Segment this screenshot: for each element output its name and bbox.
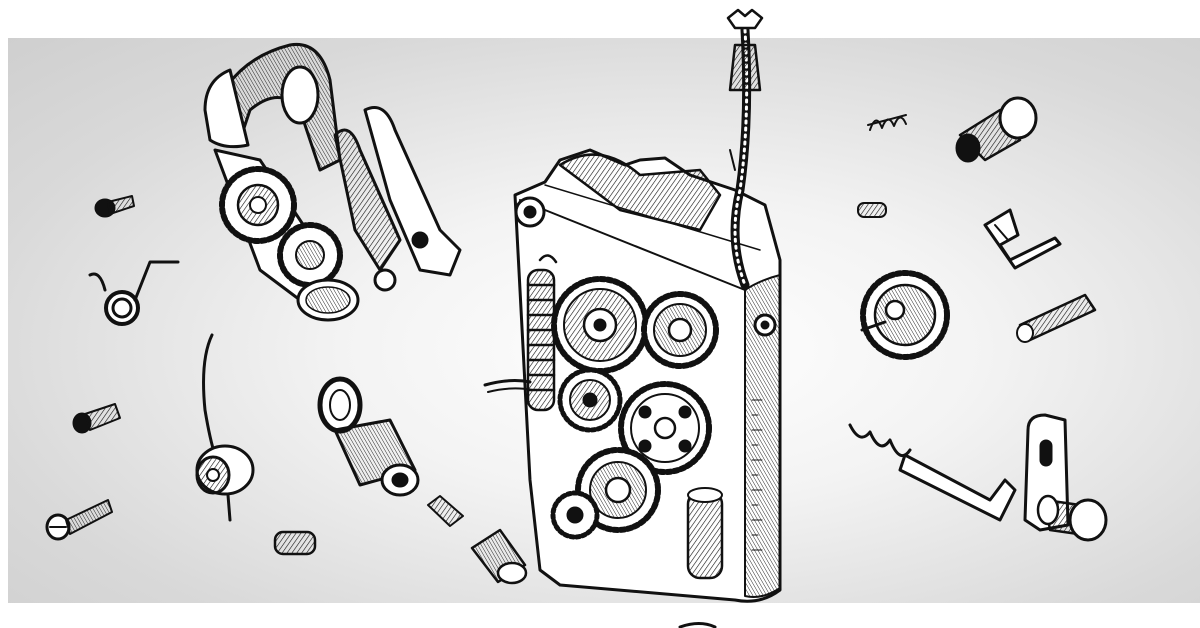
eyelet-connector	[317, 376, 420, 497]
main-gear-housing	[483, 148, 782, 603]
small-screw	[72, 403, 121, 434]
cylinder	[686, 487, 724, 580]
fragment-mark	[678, 622, 717, 628]
coil-spring-clip	[848, 423, 1017, 522]
adjuster-screw	[1036, 494, 1108, 542]
adjuster-screw	[955, 96, 1038, 163]
gear	[551, 276, 649, 374]
compression-spring	[867, 114, 907, 131]
rod	[1016, 293, 1097, 343]
coil-spring-clip	[195, 333, 255, 522]
small-screw	[94, 195, 135, 218]
rotary-gear-wheel	[860, 270, 950, 360]
gear	[550, 490, 600, 540]
gear	[618, 381, 712, 475]
pin	[427, 495, 464, 527]
gear	[641, 291, 719, 369]
gear	[557, 367, 623, 433]
compression-spring	[273, 530, 317, 556]
small-screw	[45, 499, 113, 541]
compression-spring	[857, 202, 887, 218]
spring-clip	[983, 208, 1062, 270]
coil-spring	[526, 254, 558, 412]
antenna-wire	[726, 8, 764, 290]
torsion-spring	[88, 260, 180, 326]
hinged-gear-bracket	[203, 42, 462, 322]
knurled-nut	[470, 528, 528, 585]
